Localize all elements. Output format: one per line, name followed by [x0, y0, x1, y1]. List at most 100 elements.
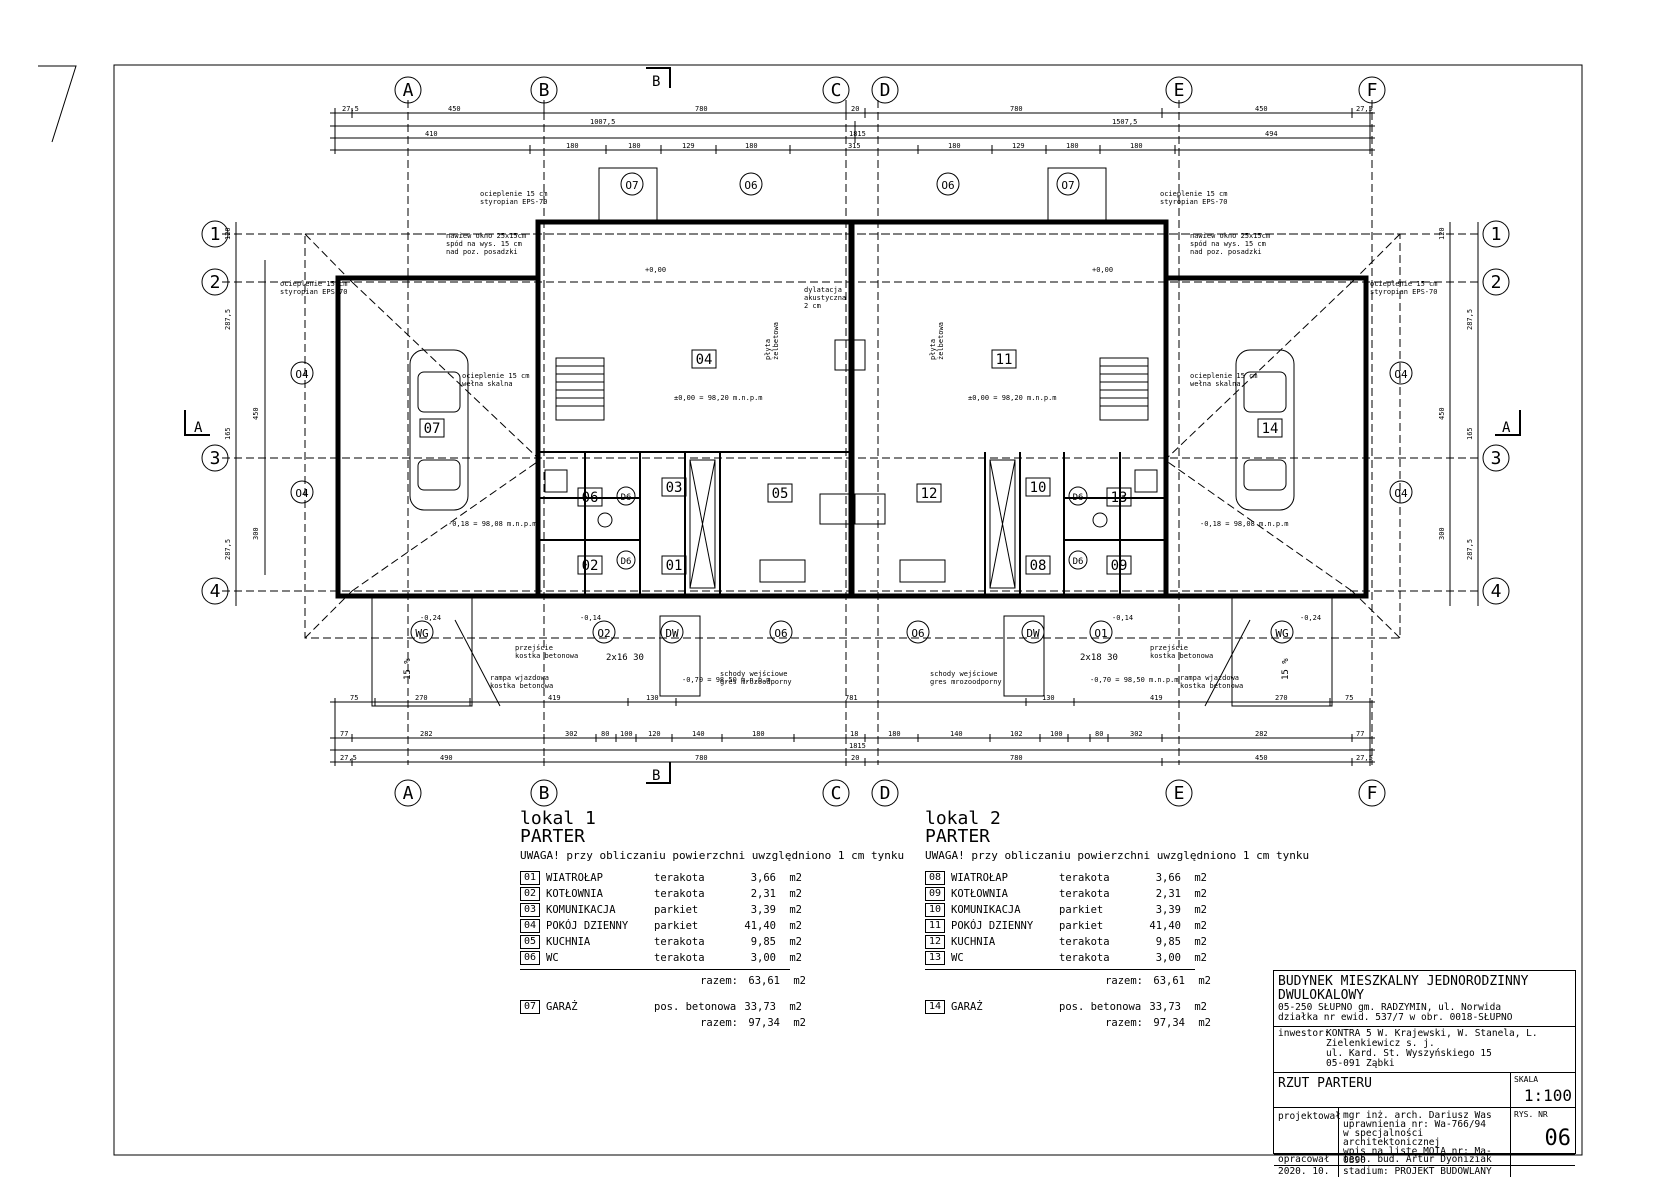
designer-info: mgr inż. arch. Dariusz Was uprawnienia n… [1339, 1108, 1511, 1165]
room-name: GARAŻ [546, 1001, 578, 1013]
room-table-lokal-2: lokal 2 PARTER UWAGA! przy obliczaniu po… [925, 810, 1309, 1031]
annotations: ocieplenie 15 cm styropian EPS-70 ociepl… [280, 190, 1437, 690]
dim-text: 180 [948, 142, 961, 150]
room-area: 9,85 [1155, 936, 1181, 948]
section-label-a-left: A [194, 420, 203, 436]
note-ramp: rampa wjazdowa [1180, 674, 1239, 682]
room-area: 3,00 [750, 952, 776, 964]
room-floor: parkiet [1059, 920, 1104, 932]
note-insulation: styropian EPS-70 [1160, 198, 1227, 206]
sum-value: 63,61 [1153, 975, 1185, 987]
note-steps: schody wejściowe [720, 670, 787, 678]
grid-label: A [403, 80, 414, 101]
note-insulation: styropian EPS-70 [480, 198, 547, 206]
table-row: 10 KOMUNIKACJA parkiet 3,39 m2 [925, 902, 1309, 918]
room-number: 14 [1262, 421, 1279, 437]
table-sum: razem: 97,34 m2 [520, 1015, 904, 1031]
note-insulation: ocieplenie 15 cm [480, 190, 547, 198]
sum-value: 97,34 [1153, 1017, 1185, 1029]
window-tag: O7 [625, 179, 638, 192]
room-unit: m2 [789, 872, 802, 884]
opening-tags: O7 O6 O6 O7 O4 O4 O4 O4 O2 O6 O6 O1 D6 D… [290, 172, 1413, 644]
dim-text: 27,5 [340, 754, 357, 762]
grid-label: B [539, 783, 550, 804]
grid-label: 1 [210, 224, 221, 245]
note-dilatation: dylatacja [804, 286, 842, 294]
room-area: 3,66 [750, 872, 776, 884]
window-tag: O4 [295, 487, 309, 500]
section-markers: A A B B [184, 67, 1521, 784]
dim-text: 270 [415, 694, 428, 702]
room-area: 41,40 [744, 920, 776, 932]
table-divider [925, 969, 1195, 970]
table-row: 09 KOTŁOWNIA terakota 2,31 m2 [925, 886, 1309, 902]
note-vent: spód na wys. 15 cm [446, 240, 522, 248]
room-area: 3,39 [1155, 904, 1181, 916]
dim-text: 27,5 [1356, 754, 1373, 762]
room-floor: terakota [654, 936, 705, 948]
sum-value: 63,61 [748, 975, 780, 987]
level-mark: -0,70 = 98,50 m.n.p.m [682, 676, 771, 684]
room-number: 07 [424, 421, 441, 437]
designer-line: mgr inż. arch. Dariusz Was [1343, 1110, 1492, 1121]
note-vent: spód na wys. 15 cm [1190, 240, 1266, 248]
stage: stadium: PROJEKT BUDOWLANY [1339, 1166, 1511, 1177]
table-title: lokal 2 [925, 808, 1001, 829]
room-number: 13 [1111, 490, 1128, 506]
dim-text: 180 [1130, 142, 1143, 150]
room-name: GARAŻ [951, 1001, 983, 1013]
dim-text: 410 [425, 130, 438, 138]
window-tag: O4 [1394, 487, 1408, 500]
window-tag: O6 [941, 179, 954, 192]
room-name: KUCHNIA [546, 936, 591, 948]
window-tag: O6 [774, 627, 787, 640]
grid-label: 3 [210, 448, 221, 469]
room-area: 41,40 [1149, 920, 1181, 932]
room-area: 3,00 [1155, 952, 1181, 964]
level-mark: -0,18 = 98,08 m.n.p.m [448, 520, 537, 528]
prepared-label: opracował [1274, 1155, 1339, 1165]
designer-label: projektował [1274, 1108, 1341, 1154]
level-mark: -0,24 [1300, 614, 1321, 622]
room-floor: terakota [1059, 888, 1110, 900]
room-table-lokal-1: lokal 1 PARTER UWAGA! przy obliczaniu po… [520, 810, 904, 1031]
room-number: 05 [520, 935, 540, 949]
table-row: 02 KOTŁOWNIA terakota 2,31 m2 [520, 886, 904, 902]
door-tag: D6 [621, 493, 632, 503]
designer-row: projektował mgr inż. arch. Dariusz Was u… [1274, 1108, 1575, 1165]
grid-label: 4 [210, 581, 221, 602]
room-name: KOMUNIKACJA [546, 904, 616, 916]
stage-row: 2020. 10. stadium: PROJEKT BUDOWLANY [1274, 1166, 1575, 1177]
room-area: 3,39 [750, 904, 776, 916]
room-number: 11 [996, 352, 1013, 368]
room-name: WIATROŁAP [546, 872, 603, 884]
dim-text: 270 [1275, 694, 1288, 702]
dim-text: 180 [628, 142, 641, 150]
shower-right [1134, 469, 1158, 493]
door-tag: D6 [1073, 493, 1084, 503]
grid-bubble-c-top [822, 76, 850, 104]
drawing-title: RZUT PARTERU [1274, 1073, 1511, 1107]
room-floor: terakota [1059, 952, 1110, 964]
investor-block: inwestor: KONTRA 5 W. Krajewski, W. Stan… [1274, 1027, 1575, 1069]
room-number: 10 [925, 903, 945, 917]
note-insulation: ocieplenie 15 cm [280, 280, 347, 288]
dim-text: 282 [420, 730, 433, 738]
designer-line: wpis na listę MOIA nr: Ma-0890 [1343, 1146, 1492, 1166]
dim-text: 102 [1010, 730, 1023, 738]
dim-text: 20 [851, 105, 859, 113]
table-note: UWAGA! przy obliczaniu powierzchni uwzgl… [520, 849, 905, 862]
kitchen-sink-right [899, 559, 946, 583]
room-name: WC [546, 952, 559, 964]
dim-text: 302 [1130, 730, 1143, 738]
grid-bubbles-bottom: A B C D E F [394, 779, 1386, 807]
dim-text: 80 [1095, 730, 1103, 738]
room-number: 12 [921, 486, 938, 502]
designer-line: uprawnienia nr: Wa-766/94 [1343, 1119, 1486, 1130]
drawing-number: 06 [1544, 1126, 1572, 1151]
investor-line: 05-091 Ząbki [1326, 1058, 1395, 1069]
room-area: 2,31 [1155, 888, 1181, 900]
room-area: 33,73 [744, 1001, 776, 1013]
section-label-a-right: A [1502, 420, 1511, 436]
prepared-by: tech. bud. Artur Dyoniziak [1339, 1155, 1511, 1165]
